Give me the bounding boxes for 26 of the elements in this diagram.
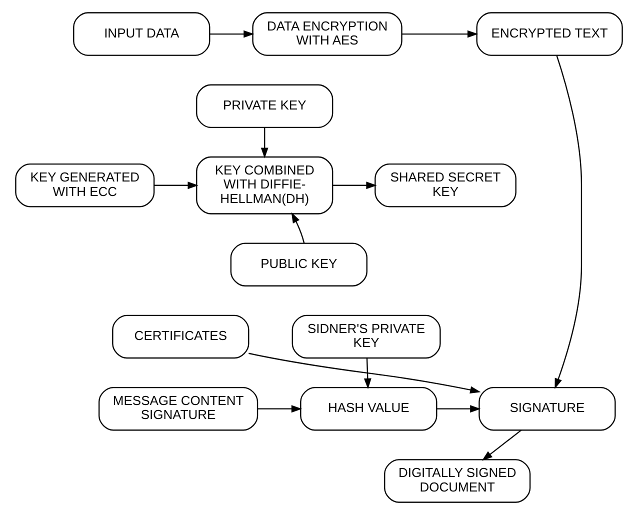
- node-box: CERTIFICATES: [112, 314, 250, 359]
- arrow: [364, 358, 372, 390]
- node-box: DATA ENCRYPTION WITH AES: [252, 12, 402, 56]
- arrow: [248, 352, 481, 394]
- node-box: PUBLIC KEY: [230, 242, 368, 286]
- node-box: SIDNER'S PRIVATE KEY: [292, 314, 441, 359]
- arrow: [210, 30, 254, 38]
- node-box: SHARED SECRET KEY: [374, 164, 516, 208]
- arrow: [554, 55, 582, 390]
- arrow: [258, 405, 302, 413]
- node-box: INPUT DATA: [73, 12, 210, 56]
- node-box: KEY GENERATED WITH ECC: [15, 164, 155, 208]
- node-box: MESSAGE CONTENT SIGNATURE: [98, 386, 258, 431]
- arrow: [482, 430, 522, 461]
- node-box: KEY COMBINED WITH DIFFIE- HELLMAN(DH): [196, 156, 334, 214]
- arrow: [402, 30, 478, 38]
- arrow: [154, 182, 198, 190]
- arrow: [260, 128, 268, 158]
- node-box: DIGITALLY SIGNED DOCUMENT: [384, 459, 531, 503]
- node-box: PRIVATE KEY: [196, 84, 334, 128]
- arrow: [332, 182, 377, 190]
- arrow: [291, 212, 305, 244]
- node-box: HASH VALUE: [300, 386, 438, 431]
- arrow: [436, 405, 481, 413]
- node-box: ENCRYPTED TEXT: [476, 12, 623, 56]
- node-box: SIGNATURE: [478, 386, 616, 431]
